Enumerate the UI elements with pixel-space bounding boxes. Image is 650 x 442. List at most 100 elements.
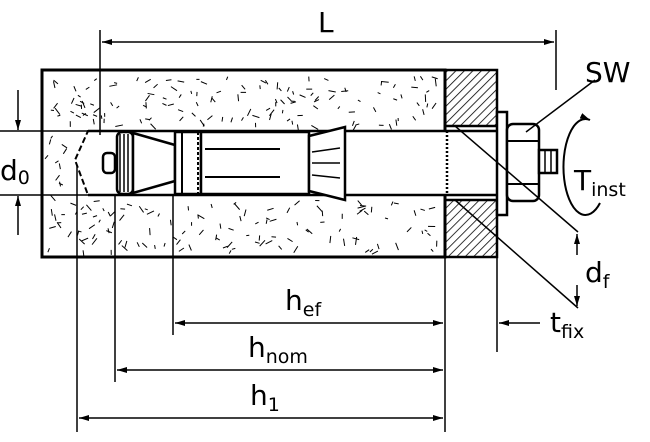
concrete-speckle: [210, 203, 213, 209]
concrete-speckle: [228, 227, 234, 231]
concrete-speckle: [241, 117, 244, 121]
concrete-speckle: [310, 92, 314, 96]
concrete-speckle: [278, 245, 283, 250]
concrete-speckle: [376, 243, 380, 250]
concrete-speckle: [93, 78, 98, 81]
concrete-speckle: [93, 107, 101, 113]
concrete-speckle: [178, 94, 182, 98]
concrete-speckle: [81, 212, 87, 215]
concrete-speckle: [200, 81, 208, 85]
concrete-speckle: [381, 80, 389, 83]
concrete-speckle: [431, 76, 438, 80]
concrete-speckle: [359, 204, 367, 207]
concrete-speckle: [222, 245, 228, 249]
concrete-speckle: [91, 238, 98, 245]
concrete-speckle: [109, 84, 118, 87]
concrete-speckle: [296, 124, 299, 131]
concrete-speckle: [141, 242, 148, 248]
concrete-speckle: [146, 210, 155, 215]
concrete-speckle: [198, 229, 204, 236]
concrete-speckle: [406, 227, 412, 233]
concrete-speckle: [111, 221, 115, 229]
concrete-speckle: [53, 102, 58, 109]
concrete-speckle: [54, 107, 61, 115]
extension-lines: [76, 165, 446, 432]
concrete-speckle: [179, 116, 184, 122]
concrete-speckle: [230, 117, 233, 123]
concrete-speckle: [286, 207, 291, 214]
concrete-speckle: [357, 200, 362, 206]
concrete-speckle: [357, 205, 366, 209]
concrete-speckle: [293, 245, 299, 254]
concrete-speckle: [264, 79, 269, 85]
concrete-speckle: [216, 237, 221, 241]
concrete-speckle: [337, 106, 341, 110]
concrete-speckle: [252, 114, 260, 119]
concrete-speckle: [281, 109, 284, 114]
concrete-speckle: [57, 114, 61, 117]
concrete-speckle: [53, 79, 59, 85]
concrete-speckle: [390, 201, 394, 206]
concrete-speckle: [265, 107, 271, 111]
concrete-speckle: [369, 248, 374, 253]
concrete-speckle: [50, 209, 53, 216]
concrete-speckle: [124, 240, 128, 248]
concrete-speckle: [106, 230, 113, 234]
concrete-speckle: [79, 100, 85, 104]
concrete-speckle: [314, 96, 320, 101]
concrete-speckle: [434, 78, 437, 87]
concrete-speckle: [313, 99, 320, 103]
concrete-speckle: [58, 163, 61, 170]
concrete-speckle: [393, 98, 398, 101]
concrete-speckle: [177, 80, 185, 83]
concrete-speckle: [388, 124, 392, 130]
concrete-speckle: [364, 249, 370, 253]
concrete-speckle: [61, 144, 68, 149]
concrete-speckle: [70, 202, 77, 206]
concrete-speckle: [110, 102, 114, 107]
concrete-speckle: [377, 92, 381, 95]
concrete-speckle: [50, 195, 56, 202]
concrete-speckle: [121, 245, 128, 252]
concrete-speckle: [343, 238, 346, 247]
concrete-speckle: [144, 78, 151, 83]
concrete-speckle: [291, 120, 294, 125]
concrete-speckle: [419, 76, 424, 81]
concrete-speckle: [190, 90, 193, 94]
label-T-inst: Tinst: [573, 164, 626, 201]
concrete-speckle: [154, 244, 156, 249]
concrete-speckle: [395, 119, 398, 126]
concrete-speckle: [329, 235, 332, 244]
concrete-speckle: [211, 97, 216, 103]
concrete-speckle: [77, 94, 81, 98]
concrete-speckle: [228, 250, 232, 254]
concrete-speckle: [395, 242, 399, 251]
concrete-speckle: [75, 103, 82, 107]
concrete-speckle: [412, 115, 417, 121]
concrete-speckle: [56, 222, 62, 229]
concrete-speckle: [226, 241, 233, 248]
concrete-speckle: [48, 139, 52, 145]
concrete-speckle: [144, 95, 150, 102]
label-d0: d0: [0, 154, 30, 189]
label-h-nom: hnom: [248, 331, 308, 368]
concrete-speckle: [237, 94, 240, 102]
concrete-speckle: [241, 84, 246, 90]
concrete-speckle: [431, 102, 437, 109]
dimension-d0: [0, 90, 90, 235]
concrete-speckle: [341, 90, 349, 92]
concrete-speckle: [373, 107, 377, 113]
concrete-speckle: [299, 94, 306, 98]
label-t-fix: tfix: [550, 306, 584, 343]
concrete-speckle: [420, 208, 425, 211]
concrete-speckle: [413, 76, 416, 81]
concrete-speckle: [221, 116, 224, 122]
concrete-speckle: [352, 237, 360, 241]
concrete-speckle: [269, 113, 272, 121]
label-SW: SW: [585, 56, 630, 89]
concrete-speckle: [165, 79, 172, 82]
concrete-speckle: [225, 76, 229, 81]
concrete-speckle: [191, 112, 196, 117]
concrete-speckle: [162, 103, 167, 106]
concrete-speckle: [207, 115, 213, 121]
